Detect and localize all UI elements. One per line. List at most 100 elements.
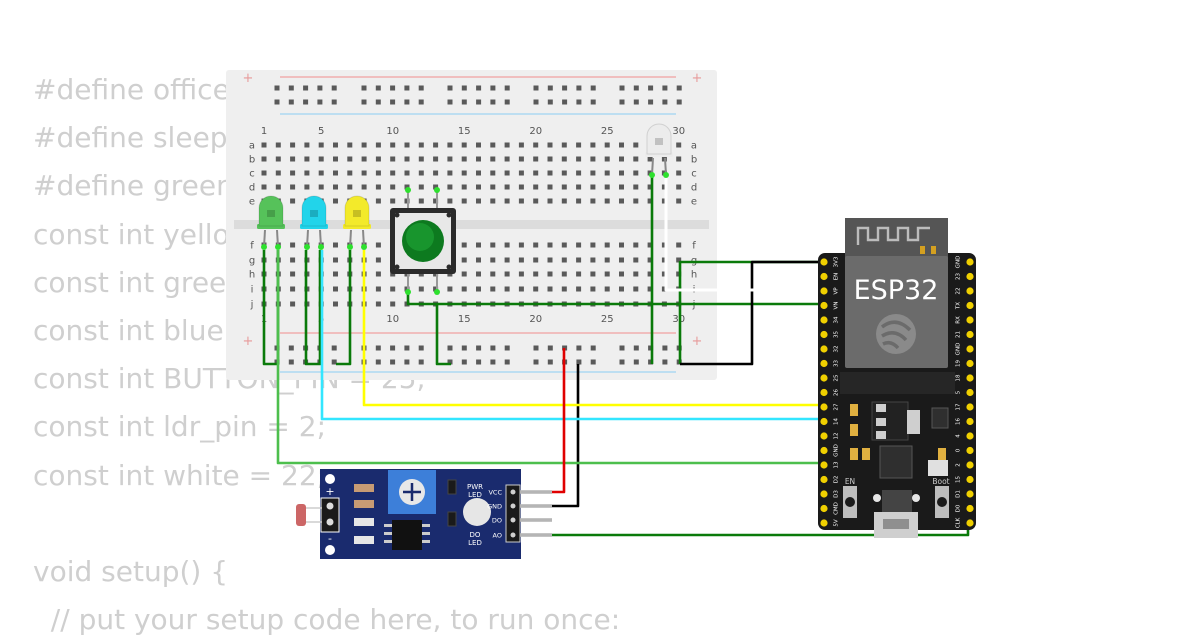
rail-hole[interactable]	[461, 85, 467, 91]
rail-hole[interactable]	[619, 85, 625, 91]
rail-hole[interactable]	[504, 345, 510, 351]
breadboard-hole[interactable]	[390, 271, 396, 277]
breadboard-hole[interactable]	[290, 257, 296, 263]
esp32-left-pin[interactable]	[820, 345, 828, 353]
rail-hole[interactable]	[288, 99, 294, 105]
breadboard-hole[interactable]	[590, 198, 596, 204]
breadboard-hole[interactable]	[504, 286, 510, 292]
esp32-left-pin[interactable]	[820, 301, 828, 310]
wire-yellow[interactable]	[362, 250, 826, 407]
breadboard-hole[interactable]	[433, 286, 439, 292]
breadboard-hole[interactable]	[261, 184, 267, 190]
breadboard-hole[interactable]	[418, 286, 424, 292]
rail-hole[interactable]	[547, 85, 553, 91]
en-button[interactable]	[845, 497, 855, 507]
breadboard-hole[interactable]	[604, 257, 610, 263]
rail-hole[interactable]	[331, 345, 337, 351]
breadboard-hole[interactable]	[461, 198, 467, 204]
rail-hole[interactable]	[648, 85, 654, 91]
esp32-right-pin[interactable]	[966, 359, 974, 368]
breadboard-hole[interactable]	[518, 271, 524, 277]
esp32-left-pin[interactable]	[820, 359, 828, 368]
esp32-left-pin[interactable]	[820, 519, 828, 527]
breadboard-hole[interactable]	[547, 170, 553, 176]
esp32-left-pin[interactable]	[820, 417, 828, 426]
rail-hole[interactable]	[490, 99, 496, 105]
breadboard-hole[interactable]	[304, 184, 310, 190]
breadboard-hole[interactable]	[390, 184, 396, 190]
breadboard-hole[interactable]	[590, 142, 596, 148]
led-white[interactable]	[645, 123, 673, 178]
breadboard-hole[interactable]	[590, 271, 596, 277]
rail-hole[interactable]	[447, 99, 453, 105]
rail-hole[interactable]	[533, 85, 539, 91]
rail-hole[interactable]	[390, 99, 396, 105]
rail-hole[interactable]	[504, 85, 510, 91]
esp32-left-pin[interactable]	[820, 258, 828, 266]
breadboard-hole[interactable]	[318, 170, 324, 176]
breadboard-hole[interactable]	[647, 257, 653, 263]
breadboard-hole[interactable]	[633, 170, 639, 176]
rail-hole[interactable]	[576, 85, 582, 91]
esp32-right-pin[interactable]	[966, 388, 974, 397]
led-cyan[interactable]	[300, 195, 328, 250]
rail-hole[interactable]	[331, 359, 337, 365]
esp32-right-pin[interactable]	[966, 504, 974, 513]
esp32-left-pin[interactable]	[820, 388, 828, 397]
breadboard-hole[interactable]	[676, 142, 682, 148]
breadboard-hole[interactable]	[490, 242, 496, 248]
breadboard-hole[interactable]	[576, 142, 582, 148]
esp32-left-pin[interactable]	[820, 287, 828, 295]
breadboard-hole[interactable]	[604, 286, 610, 292]
esp32-left-pin[interactable]	[820, 461, 828, 469]
breadboard-hole[interactable]	[333, 301, 338, 307]
breadboard-hole[interactable]	[647, 184, 653, 190]
breadboard-hole[interactable]	[490, 184, 496, 190]
breadboard-hole[interactable]	[518, 286, 524, 292]
breadboard-hole[interactable]	[461, 142, 467, 148]
breadboard-hole[interactable]	[590, 156, 596, 162]
breadboard-hole[interactable]	[619, 271, 624, 277]
rail-hole[interactable]	[418, 99, 424, 105]
breadboard-hole[interactable]	[604, 156, 610, 162]
breadboard-hole[interactable]	[347, 156, 353, 162]
ldr-pin[interactable]	[520, 518, 552, 522]
breadboard-hole[interactable]	[490, 257, 496, 263]
breadboard-hole[interactable]	[561, 257, 567, 263]
rail-hole[interactable]	[504, 99, 510, 105]
breadboard-hole[interactable]	[433, 198, 439, 204]
breadboard-hole[interactable]	[418, 156, 424, 162]
breadboard-hole[interactable]	[347, 184, 353, 190]
breadboard-hole[interactable]	[290, 301, 296, 307]
breadboard-hole[interactable]	[261, 170, 267, 176]
rail-hole[interactable]	[504, 359, 510, 365]
rail-hole[interactable]	[590, 359, 596, 365]
breadboard-hole[interactable]	[490, 170, 496, 176]
breadboard-hole[interactable]	[461, 271, 467, 277]
led-yellow[interactable]	[343, 195, 371, 250]
breadboard-hole[interactable]	[390, 286, 396, 292]
breadboard-hole[interactable]	[547, 184, 553, 190]
breadboard-hole[interactable]	[533, 184, 539, 190]
breadboard-hole[interactable]	[533, 156, 539, 162]
rail-hole[interactable]	[418, 345, 424, 351]
breadboard-hole[interactable]	[533, 257, 539, 263]
breadboard-hole[interactable]	[476, 242, 481, 248]
breadboard-hole[interactable]	[347, 142, 353, 148]
breadboard-hole[interactable]	[375, 271, 381, 277]
breadboard-hole[interactable]	[433, 156, 439, 162]
breadboard-hole[interactable]	[547, 257, 553, 263]
breadboard-hole[interactable]	[433, 142, 439, 148]
breadboard-hole[interactable]	[590, 170, 596, 176]
rail-hole[interactable]	[375, 345, 381, 351]
rail-hole[interactable]	[533, 345, 539, 351]
breadboard-hole[interactable]	[447, 198, 453, 204]
breadboard-hole[interactable]	[275, 170, 281, 176]
rail-hole[interactable]	[648, 345, 654, 351]
esp32-right-pin[interactable]	[966, 272, 974, 281]
breadboard-hole[interactable]	[375, 184, 381, 190]
breadboard-hole[interactable]	[590, 184, 596, 190]
breadboard-hole[interactable]	[404, 170, 410, 176]
rail-hole[interactable]	[390, 85, 396, 91]
breadboard-hole[interactable]	[561, 184, 567, 190]
